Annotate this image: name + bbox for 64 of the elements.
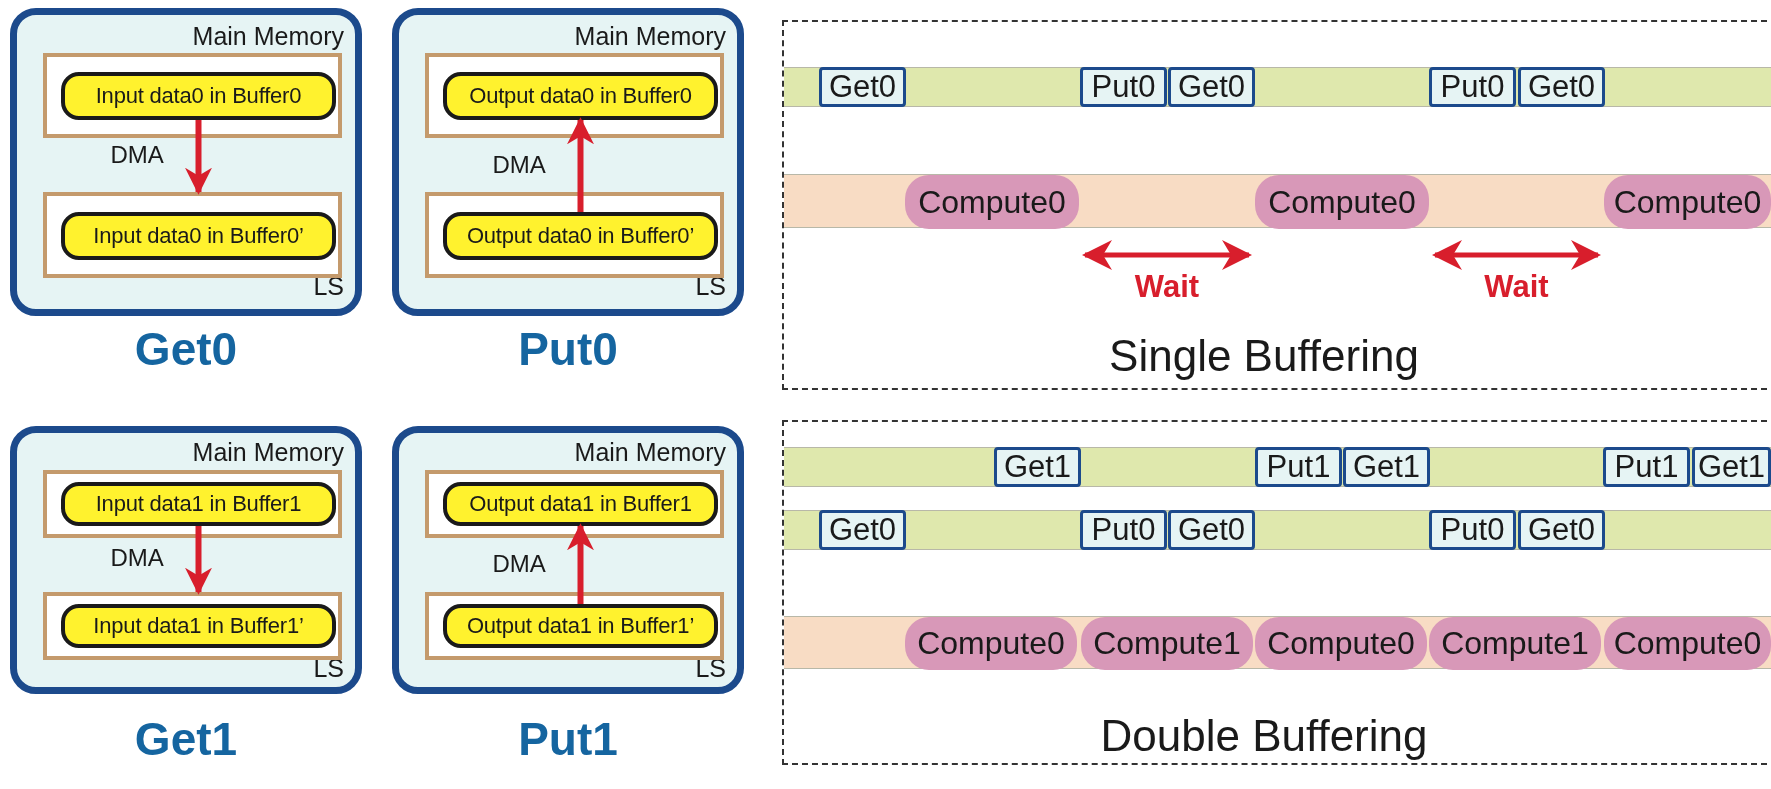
edge-label: Wait <box>1484 271 1549 302</box>
timeline-track <box>784 447 1771 487</box>
timeline-track <box>784 174 1771 228</box>
data-block: Input data1 in Buffer1 <box>61 482 336 526</box>
data-block: Input data1 in Buffer1’ <box>61 604 336 648</box>
region-label: Main Memory <box>574 438 726 467</box>
arrow <box>567 523 594 604</box>
compute-block: Compute0 <box>1255 617 1427 670</box>
region-label: Main Memory <box>574 22 726 51</box>
transfer-block: Put0 <box>1080 510 1167 550</box>
frame-title: Single Buffering <box>1108 334 1420 378</box>
transfer-block: Get0 <box>1168 67 1255 107</box>
compute-block: Compute0 <box>1255 175 1429 229</box>
transfer-block: Get0 <box>819 67 906 107</box>
data-block: Input data0 in Buffer0 <box>61 72 336 120</box>
arrow <box>185 120 212 195</box>
frame-title: Double Buffering <box>1099 714 1429 758</box>
data-block: Output data1 in Buffer1 <box>443 482 718 526</box>
buffer-frame <box>43 592 342 660</box>
transfer-block: Put1 <box>1603 447 1690 487</box>
dashed-frame <box>782 420 1771 765</box>
compute-block: Compute0 <box>905 617 1077 670</box>
panel-title: Get1 <box>134 716 238 762</box>
arrow <box>567 117 594 212</box>
timeline-track <box>784 616 1771 669</box>
region-label: Main Memory <box>192 22 344 51</box>
transfer-block: Get1 <box>1692 447 1771 487</box>
transfer-block: Get0 <box>1518 67 1605 107</box>
data-block: Output data0 in Buffer0 <box>443 72 718 120</box>
compute-block: Compute0 <box>1604 175 1771 229</box>
timeline-track <box>784 67 1771 107</box>
transfer-block: Put0 <box>1080 67 1167 107</box>
transfer-block: Get1 <box>1343 447 1430 487</box>
transfer-block: Get0 <box>1168 510 1255 550</box>
buffer-frame <box>43 53 342 138</box>
panel-title: Put1 <box>518 716 618 762</box>
transfer-block: Get0 <box>1518 510 1605 550</box>
timeline-track <box>784 510 1771 550</box>
data-block: Output data0 in Buffer0’ <box>443 212 718 260</box>
data-block: Output data1 in Buffer1’ <box>443 604 718 648</box>
arrow <box>185 526 212 595</box>
dashed-frame <box>782 20 1771 390</box>
buffer-frame <box>425 470 724 538</box>
transfer-block: Put0 <box>1429 67 1516 107</box>
arrow <box>1432 240 1601 270</box>
compute-block: Compute1 <box>1429 617 1601 670</box>
transfer-block: Put1 <box>1255 447 1342 487</box>
arrow <box>1082 240 1252 270</box>
buffer-frame <box>43 470 342 538</box>
buffer-frame <box>425 53 724 138</box>
region-label: Main Memory <box>192 438 344 467</box>
transfer-block: Put0 <box>1429 510 1516 550</box>
compute-block: Compute1 <box>1081 617 1253 670</box>
edge-label: Wait <box>1134 271 1200 302</box>
data-block: Input data0 in Buffer0’ <box>61 212 336 260</box>
compute-block: Compute0 <box>905 175 1079 229</box>
compute-block: Compute0 <box>1604 617 1771 670</box>
panel-title: Get0 <box>134 326 238 372</box>
buffer-frame <box>43 192 342 278</box>
buffer-frame <box>425 592 724 660</box>
transfer-block: Get0 <box>819 510 906 550</box>
transfer-block: Get1 <box>994 447 1081 487</box>
buffer-frame <box>425 192 724 278</box>
panel-title: Put0 <box>518 326 618 372</box>
